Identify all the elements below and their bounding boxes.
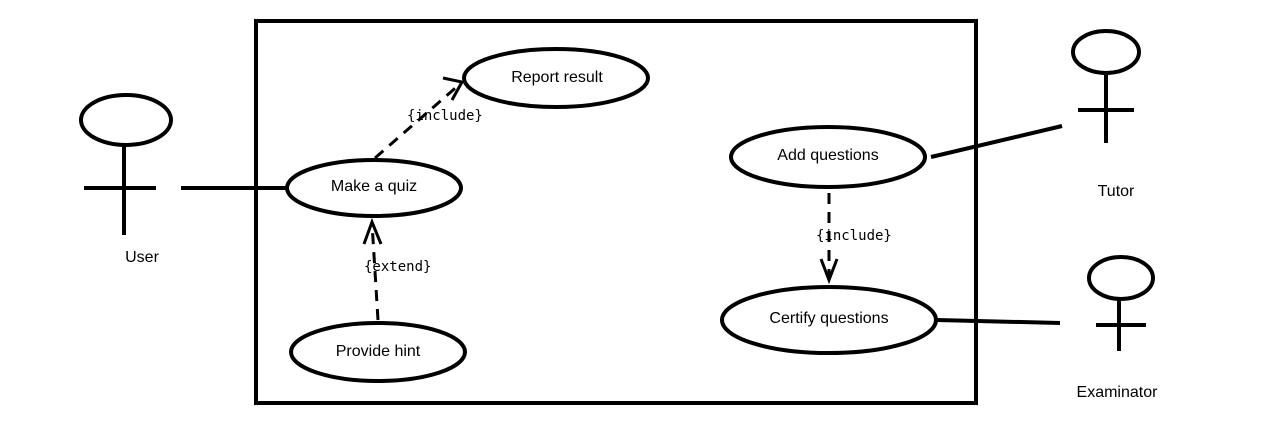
actor-user-label: User (125, 249, 159, 266)
system-boundary (254, 19, 978, 405)
use-case-add-questions-shape (729, 125, 927, 189)
association-examinator-certify (936, 318, 1061, 325)
use-case-make-quiz-shape (285, 158, 463, 218)
use-case-provide-hint-shape (289, 321, 467, 383)
use-case-report-result: Report result (462, 47, 650, 109)
actor-tutor (1071, 29, 1141, 143)
use-case-add-questions: Add questions (729, 125, 927, 189)
actor-examinator-head (1087, 255, 1155, 301)
use-case-provide-hint-label: Provide hint (336, 343, 421, 360)
use-case-make-quiz: Make a quiz (285, 158, 463, 218)
extend-arrow-line (370, 222, 380, 321)
actor-tutor-label: Tutor (1098, 183, 1135, 200)
extend-label: {extend} (364, 259, 431, 275)
extend-provide-hint-to-make-quiz (362, 217, 383, 321)
include-label-1: {include} (407, 108, 483, 124)
actor-user (79, 93, 173, 235)
association-tutor-add-questions (930, 124, 1063, 159)
actor-examinator (1087, 255, 1155, 351)
extend-arrow-head (362, 217, 383, 245)
use-case-provide-hint: Provide hint (289, 321, 467, 383)
use-case-report-result-shape (462, 47, 650, 109)
use-case-certify-questions: Certify questions (720, 285, 938, 355)
use-case-certify-questions-label: Certify questions (769, 310, 888, 327)
actor-examinator-label: Examinator (1077, 384, 1159, 401)
include-arrow-head-2 (819, 258, 839, 285)
include-label-2: {include} (816, 228, 892, 244)
use-case-report-result-label: Report result (511, 69, 603, 86)
actor-tutor-head (1071, 29, 1141, 75)
include-make-quiz-to-report-result (374, 76, 465, 160)
use-case-certify-questions-shape (720, 285, 938, 355)
use-case-add-questions-label: Add questions (777, 147, 878, 164)
use-case-make-quiz-label: Make a quiz (331, 178, 417, 195)
actor-user-head (79, 93, 173, 147)
include-add-questions-to-certify (819, 193, 839, 285)
include-arrow-head-1 (442, 76, 465, 101)
